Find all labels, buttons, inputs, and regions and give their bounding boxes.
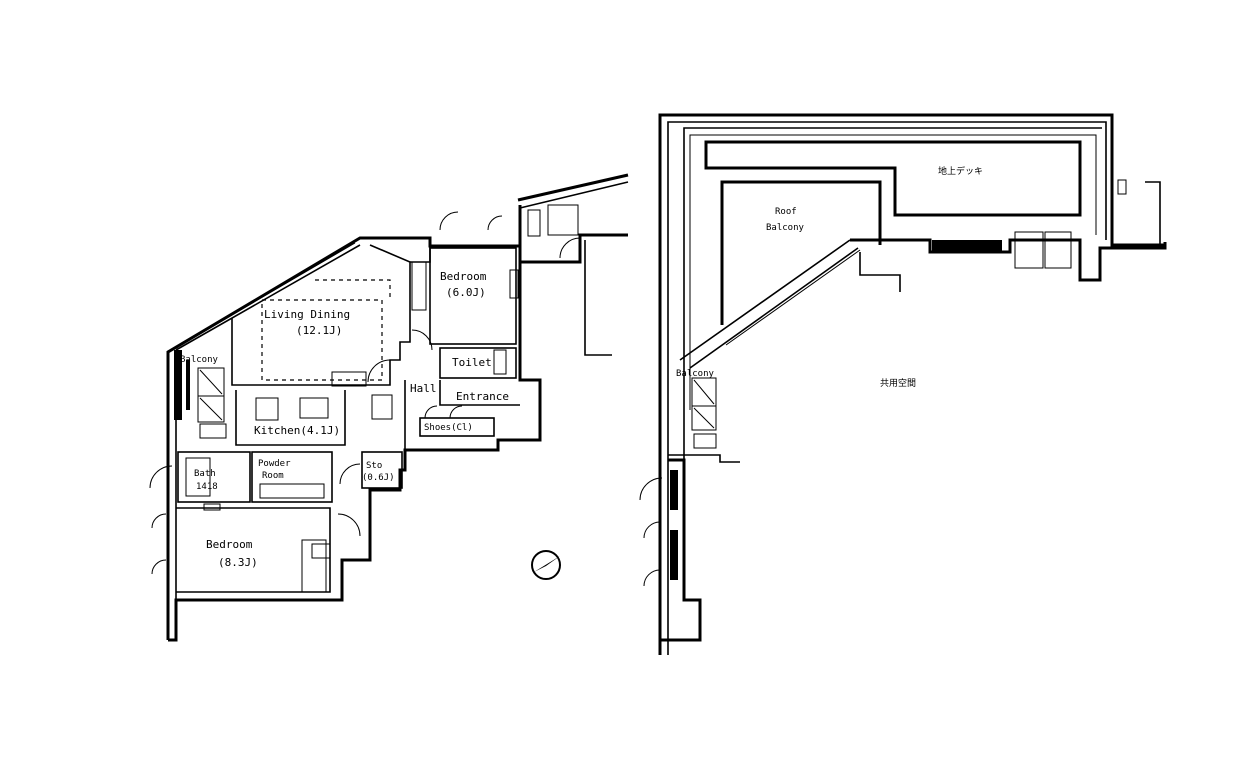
hall-label: Hall xyxy=(410,382,437,395)
living-dining-label: Living Dining xyxy=(264,308,350,321)
bedroom-1-size: (6.0J) xyxy=(446,286,486,299)
storage-label: Sto xyxy=(366,461,382,471)
powder-room-label: Powder xyxy=(258,459,291,469)
kitchen-label: Kitchen(4.1J) xyxy=(254,424,340,437)
bedroom-2-size: (8.3J) xyxy=(218,556,258,569)
storage-size: (0.6J) xyxy=(362,473,395,483)
north-compass-icon xyxy=(531,550,561,580)
exterior-label: 共用空間 xyxy=(880,377,916,389)
powder-room-label-2: Room xyxy=(262,471,284,481)
left-unit xyxy=(149,173,629,642)
sky-deck-label: 地上デッキ xyxy=(938,165,983,177)
shoes-cl-label: Shoes(Cl) xyxy=(424,423,473,433)
bedroom-1-label: Bedroom xyxy=(440,270,487,283)
roof-balcony-label-2: Balcony xyxy=(766,223,805,233)
right-unit xyxy=(639,113,1167,655)
bedroom-2-label: Bedroom xyxy=(206,538,253,551)
roof-balcony-label: Roof xyxy=(775,207,797,217)
bath-size: 1418 xyxy=(196,482,218,492)
balcony-right-label: Balcony xyxy=(676,369,715,379)
entrance-label: Entrance xyxy=(456,390,509,403)
bath-label: Bath xyxy=(194,469,216,479)
toilet-label: Toilet xyxy=(452,356,492,369)
living-dining-size: (12.1J) xyxy=(296,324,342,337)
balcony-left-label: Balcony xyxy=(180,355,219,365)
